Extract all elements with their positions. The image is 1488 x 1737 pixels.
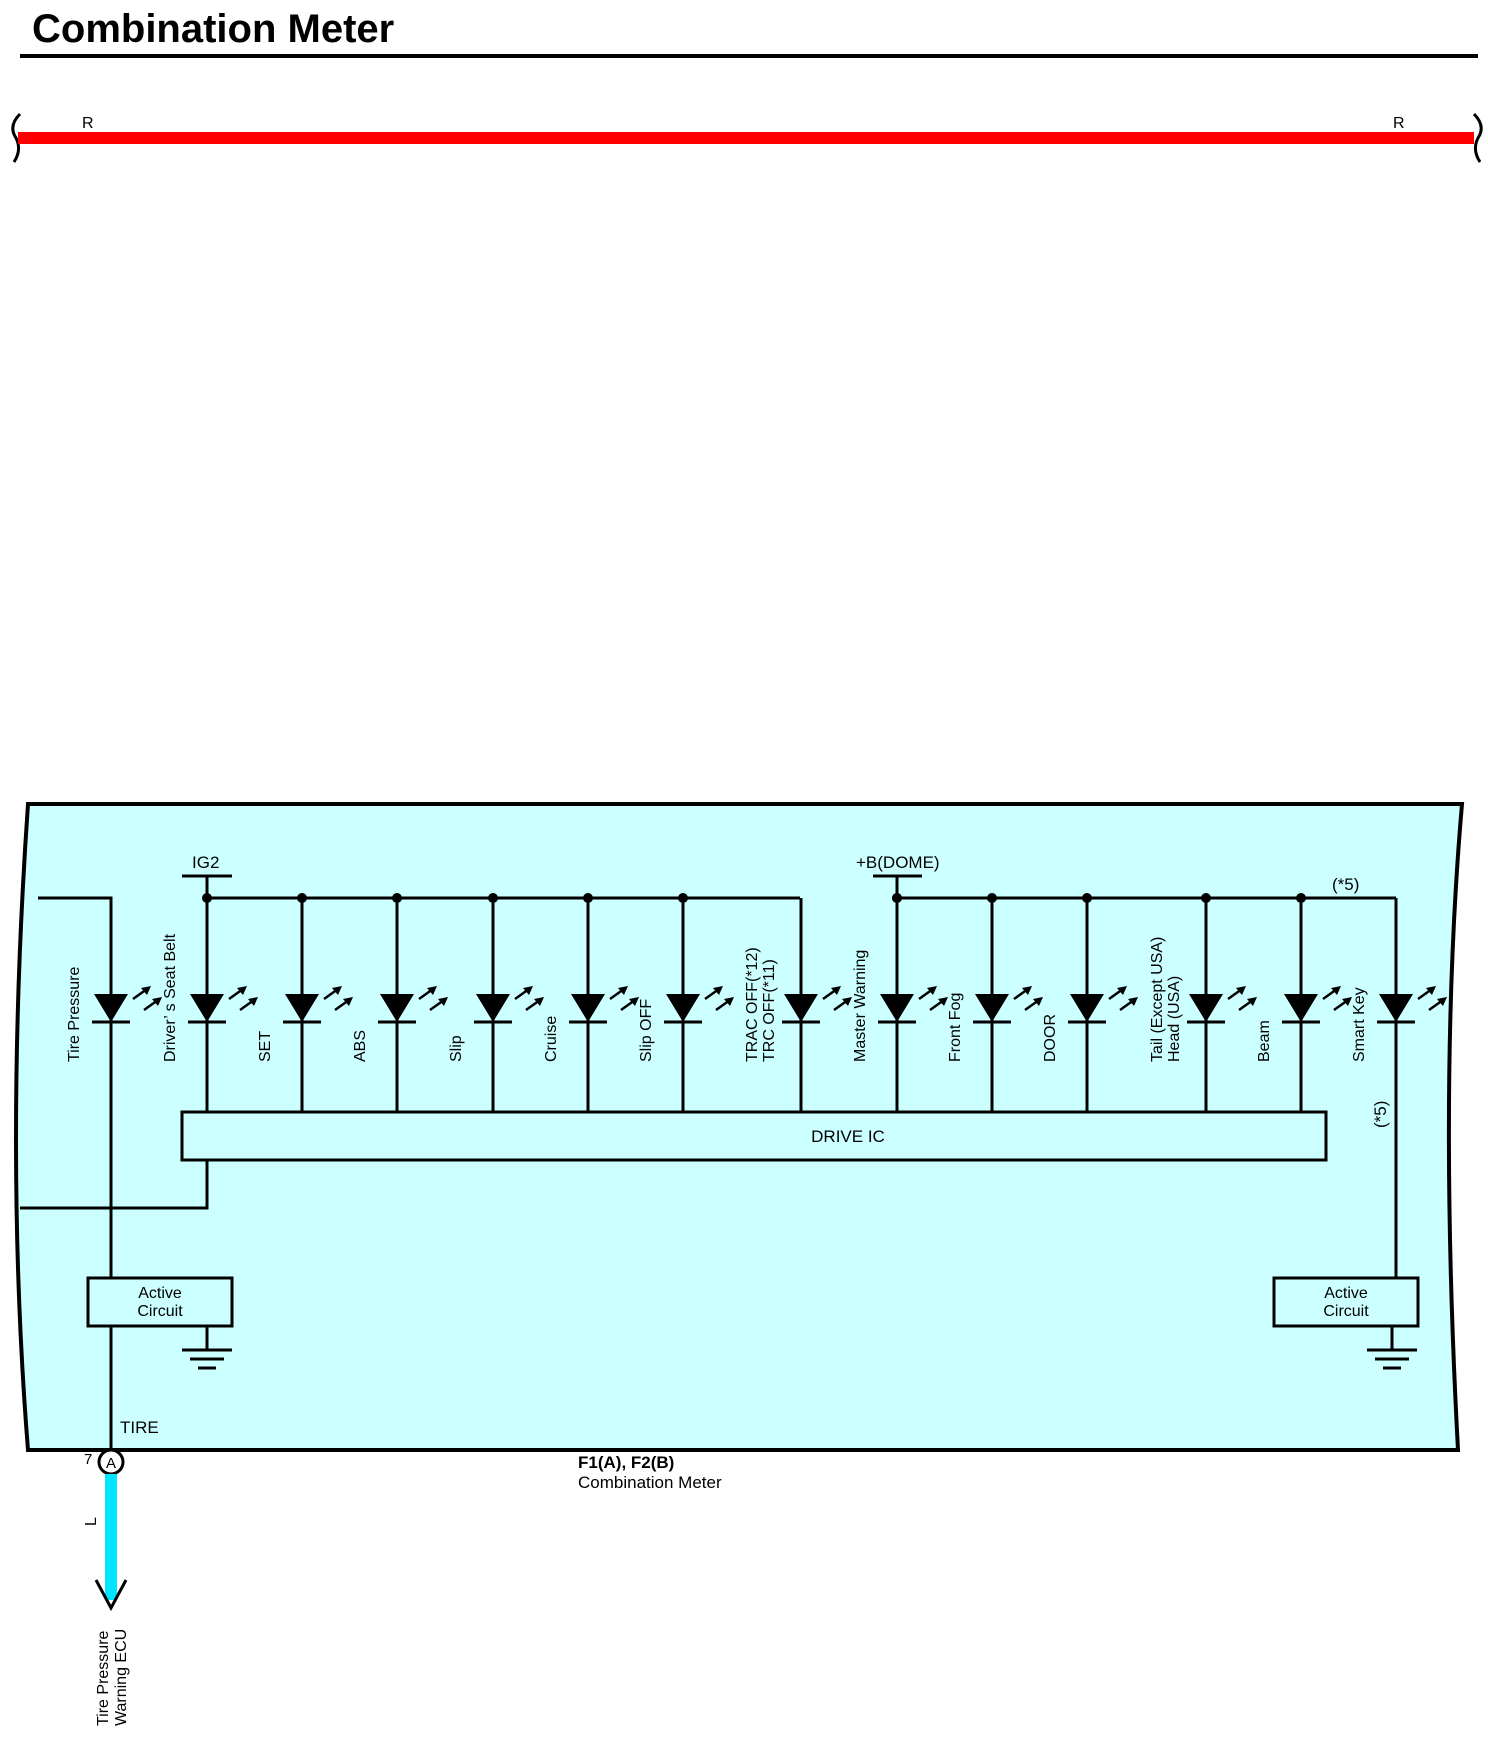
lamp-column: SET xyxy=(257,893,353,1112)
lamp-label: TRC OFF(*11) xyxy=(761,959,778,1062)
lamp-label: Slip OFF xyxy=(638,999,655,1062)
led-icon xyxy=(1068,986,1138,1024)
junction-dot xyxy=(488,893,498,903)
lamp-label: Master Warning xyxy=(852,950,869,1062)
active-circuit-left: Active Circuit xyxy=(86,1276,234,1370)
led-icon xyxy=(283,986,353,1024)
dome-label: +B(DOME) xyxy=(856,853,940,872)
connector-pin-number: 7 xyxy=(84,1451,92,1468)
svg-text:Circuit: Circuit xyxy=(1323,1303,1369,1320)
active-circuit-right: Active Circuit xyxy=(1272,1276,1420,1370)
led-icon xyxy=(664,986,734,1024)
ground-icon xyxy=(182,1348,232,1370)
lamp-column: ABS xyxy=(352,893,448,1112)
note-top: (*5) xyxy=(1332,875,1359,894)
lamp-label: ABS xyxy=(352,1030,369,1062)
svg-text:Circuit: Circuit xyxy=(137,1303,183,1320)
lamp-label: Driver’ s Seat Belt xyxy=(162,933,179,1062)
ground-icon xyxy=(1367,1348,1417,1370)
lamp-column: Slip xyxy=(448,893,544,1112)
led-icon xyxy=(878,986,948,1024)
ig2-label: IG2 xyxy=(192,853,219,872)
lamp-label: Beam xyxy=(1256,1020,1273,1062)
lamp-label: Tire Pressure xyxy=(66,966,83,1062)
led-icon xyxy=(782,986,852,1024)
connector-name: Combination Meter xyxy=(578,1473,722,1492)
tire-pressure-wire xyxy=(38,896,113,1462)
lamp-column: Beam xyxy=(1256,893,1352,1112)
lamp-column: Tire Pressure xyxy=(66,966,162,1062)
lamp-column: DOOR xyxy=(1042,893,1138,1112)
lamp-column: Slip OFF xyxy=(638,893,734,1112)
page-title: Combination Meter xyxy=(32,7,394,51)
lamp-label: Tail (Except USA) xyxy=(1149,937,1166,1062)
led-icon xyxy=(92,986,162,1024)
led-icon xyxy=(474,986,544,1024)
drive-ic-box xyxy=(180,1110,1328,1162)
junction-dot xyxy=(297,893,307,903)
connector-code: F1(A), F2(B) xyxy=(578,1453,674,1472)
note-side: (*5) xyxy=(1371,1101,1390,1128)
lamp-label: TRAC OFF(*12) xyxy=(744,947,761,1062)
destination-line1: Tire Pressure xyxy=(95,1630,112,1726)
led-icon xyxy=(569,986,639,1024)
terminal-name: TIRE xyxy=(120,1418,159,1437)
wire-label-right: R xyxy=(1393,115,1405,132)
lamp-column: Cruise xyxy=(543,893,639,1112)
destination-line2: Warning ECU xyxy=(113,1629,130,1726)
ig2-feed: IG2 xyxy=(182,853,232,898)
arrow-down-icon xyxy=(94,1579,128,1612)
junction-dot xyxy=(392,893,402,903)
wire-label-left: R xyxy=(82,115,94,132)
junction-dot xyxy=(202,893,212,903)
junction-dot xyxy=(1201,893,1211,903)
junction-dot xyxy=(583,893,593,903)
lamp-label: Smart Key xyxy=(1351,987,1368,1062)
lamp-label: DOOR xyxy=(1042,1014,1059,1062)
lamp-column: Smart Key xyxy=(1351,986,1447,1062)
top-wire: R R xyxy=(11,112,1483,163)
drive-ic-label: DRIVE IC xyxy=(811,1127,885,1146)
led-icon xyxy=(1282,986,1352,1024)
junction-dot xyxy=(987,893,997,903)
led-icon xyxy=(378,986,448,1024)
junction-dot xyxy=(1082,893,1092,903)
lamp-column: Master Warning xyxy=(852,893,948,1112)
svg-text:Active: Active xyxy=(1324,1285,1368,1302)
lamp-column: Driver’ s Seat Belt xyxy=(162,893,258,1112)
led-icon xyxy=(188,986,258,1024)
lamp-label: Cruise xyxy=(543,1016,560,1062)
led-icon xyxy=(973,986,1043,1024)
wire-break-left-icon xyxy=(11,112,22,163)
lamp-column: Front Fog xyxy=(947,893,1043,1112)
junction-dot xyxy=(1296,893,1306,903)
junction-dot xyxy=(892,893,902,903)
wire-break-right-icon xyxy=(1472,112,1483,163)
lamp-column: TRAC OFF(*12)TRC OFF(*11) xyxy=(744,898,852,1112)
junction-dot xyxy=(678,893,688,903)
lamp-column: Tail (Except USA)Head (USA) xyxy=(1149,893,1257,1112)
svg-text:Active: Active xyxy=(138,1285,182,1302)
lamp-label: Slip xyxy=(448,1035,465,1062)
drive-ic-return-wire xyxy=(20,1160,209,1210)
led-icon xyxy=(1187,986,1257,1024)
lamp-label: Front Fog xyxy=(947,993,964,1062)
lamp-label: SET xyxy=(257,1031,274,1062)
connector-letter: A xyxy=(106,1455,116,1472)
lamp-label: Head (USA) xyxy=(1166,976,1183,1062)
led-icon xyxy=(1377,986,1447,1024)
blue-wire-label: L xyxy=(83,1517,100,1526)
